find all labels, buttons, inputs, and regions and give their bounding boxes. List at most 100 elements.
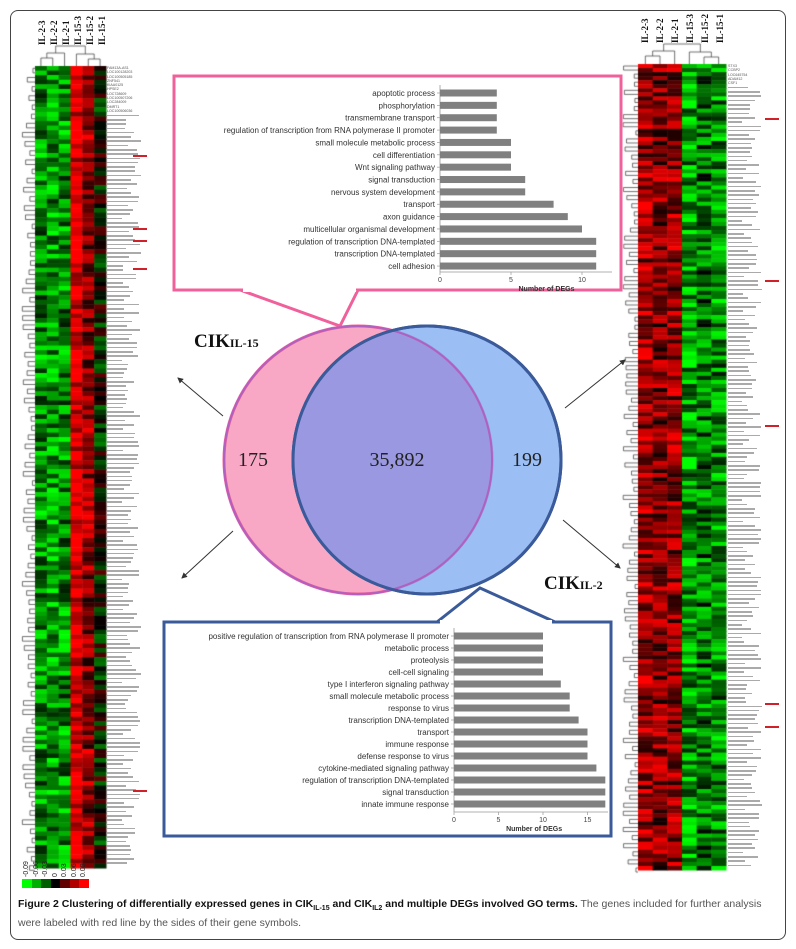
bar bbox=[454, 764, 597, 772]
gene-label-placeholder bbox=[107, 427, 152, 431]
gene-label-placeholder bbox=[728, 657, 778, 661]
gene-label-placeholder bbox=[107, 328, 152, 332]
gene-label-placeholder bbox=[107, 827, 152, 831]
bar bbox=[440, 126, 497, 134]
gene-label-placeholder bbox=[107, 113, 152, 117]
selected-gene-marker bbox=[133, 228, 147, 230]
gene-label-placeholder bbox=[107, 491, 152, 495]
gene-label-placeholder bbox=[728, 326, 778, 330]
gene-label-placeholder bbox=[728, 335, 778, 339]
gene-label-placeholder bbox=[107, 173, 152, 177]
gene-label-placeholder bbox=[728, 189, 778, 193]
gene-label-placeholder bbox=[728, 717, 778, 721]
gene-label-placeholder bbox=[107, 470, 152, 474]
gene-label-placeholder bbox=[728, 399, 778, 403]
selected-gene-marker bbox=[765, 425, 779, 427]
gene-label-placeholder bbox=[728, 171, 778, 175]
gene-label-placeholder bbox=[107, 315, 152, 319]
gene-label-placeholder bbox=[107, 393, 152, 397]
x-tick-label: 10 bbox=[578, 277, 586, 284]
gene-label-placeholder bbox=[107, 195, 152, 199]
category-label: signal transduction bbox=[382, 788, 449, 797]
gene-label-placeholder bbox=[107, 706, 152, 710]
gene-label-placeholder bbox=[107, 320, 152, 324]
gene-label-placeholder bbox=[728, 214, 778, 218]
gene-label-placeholder bbox=[728, 408, 778, 412]
gene-label-placeholder bbox=[728, 455, 778, 459]
gene-label-placeholder bbox=[728, 386, 778, 390]
gene-label-placeholder bbox=[107, 685, 152, 689]
colorbar-label: -0.09 bbox=[23, 861, 30, 877]
x-tick-label: 10 bbox=[539, 817, 547, 824]
gene-label-placeholder bbox=[107, 796, 152, 800]
column-label: IL-15-1 bbox=[97, 16, 107, 45]
column-label: IL-15-1 bbox=[715, 14, 725, 43]
gene-label-placeholder bbox=[728, 584, 778, 588]
gene-label-placeholder bbox=[728, 627, 778, 631]
gene-label-placeholder bbox=[728, 227, 778, 231]
gene-label-placeholder bbox=[728, 296, 778, 300]
venn-diagram: 175 35,892 199 CIKIL-15 CIKIL-2 bbox=[194, 324, 603, 596]
category-label: apoptotic process bbox=[372, 89, 435, 98]
gene-label-placeholder bbox=[728, 133, 778, 137]
gene-label-placeholder bbox=[107, 311, 152, 315]
category-label: transcription DNA-templated bbox=[349, 716, 449, 725]
gene-label-placeholder bbox=[107, 672, 152, 676]
gene-label-placeholder bbox=[107, 599, 152, 603]
category-label: cell differentiation bbox=[373, 151, 435, 160]
gene-label-placeholder bbox=[728, 300, 778, 304]
gene-label-placeholder bbox=[728, 777, 778, 781]
selected-gene-marker bbox=[133, 240, 147, 242]
gene-label-placeholder bbox=[728, 734, 778, 738]
bar bbox=[440, 151, 511, 159]
gene-label-placeholder bbox=[107, 362, 152, 366]
gene-label-placeholder bbox=[107, 762, 152, 766]
gene-label-placeholder bbox=[728, 313, 778, 317]
gene-label-placeholder bbox=[728, 502, 778, 506]
gene-label-placeholder bbox=[107, 221, 152, 225]
gene-label-placeholder bbox=[107, 401, 152, 405]
gene-label-placeholder bbox=[107, 539, 152, 543]
bar bbox=[440, 225, 582, 233]
bar bbox=[440, 200, 554, 208]
gene-label-placeholder bbox=[107, 633, 152, 637]
gene-label-placeholder bbox=[107, 569, 152, 573]
gene-label-placeholder bbox=[728, 249, 778, 253]
bar bbox=[454, 692, 570, 700]
category-label: transmembrane transport bbox=[345, 114, 436, 123]
gene-label: KIAA0125 bbox=[107, 83, 124, 88]
gene-label-placeholder bbox=[728, 391, 778, 395]
gene-label-placeholder bbox=[728, 498, 778, 502]
colorbar-swatch bbox=[31, 879, 41, 888]
gene-label-placeholder bbox=[107, 410, 152, 414]
category-label: phosphorylation bbox=[379, 101, 435, 110]
gene-label-placeholder bbox=[728, 365, 778, 369]
gene-label-placeholder bbox=[107, 719, 152, 723]
column-label: IL-15-3 bbox=[73, 16, 83, 45]
column-label: IL-15-2 bbox=[85, 16, 95, 45]
gene-label-placeholder bbox=[728, 545, 778, 549]
gene-label-placeholder bbox=[107, 758, 152, 762]
gene-label-placeholder bbox=[107, 268, 152, 272]
gene-label-placeholder bbox=[107, 715, 152, 719]
gene-label-placeholder bbox=[728, 421, 778, 425]
gene-label: HPSE2 bbox=[107, 87, 119, 92]
gene-label-placeholder bbox=[728, 343, 778, 347]
gene-label-placeholder bbox=[728, 167, 778, 171]
gene-label-placeholder bbox=[107, 805, 152, 809]
gene-label-placeholder bbox=[107, 861, 152, 865]
gene-label-placeholder bbox=[728, 807, 778, 811]
gene-label-placeholder bbox=[107, 552, 152, 556]
gene-label-placeholder bbox=[728, 614, 778, 618]
gene-label-placeholder bbox=[728, 846, 778, 850]
venn-label-il2: CIKIL-2 bbox=[544, 573, 603, 594]
go-box-il2: positive regulation of transcription fro… bbox=[162, 586, 613, 838]
gene-label-placeholder bbox=[107, 479, 152, 483]
gene-label-placeholder bbox=[107, 289, 152, 293]
gene-label-placeholder bbox=[107, 612, 152, 616]
gene-label: LOC100128203 bbox=[107, 70, 133, 75]
gene-label-placeholder bbox=[728, 287, 778, 291]
bar bbox=[454, 656, 543, 664]
gene-label: DMRT1 bbox=[107, 104, 120, 109]
gene-label-placeholder bbox=[107, 629, 152, 633]
